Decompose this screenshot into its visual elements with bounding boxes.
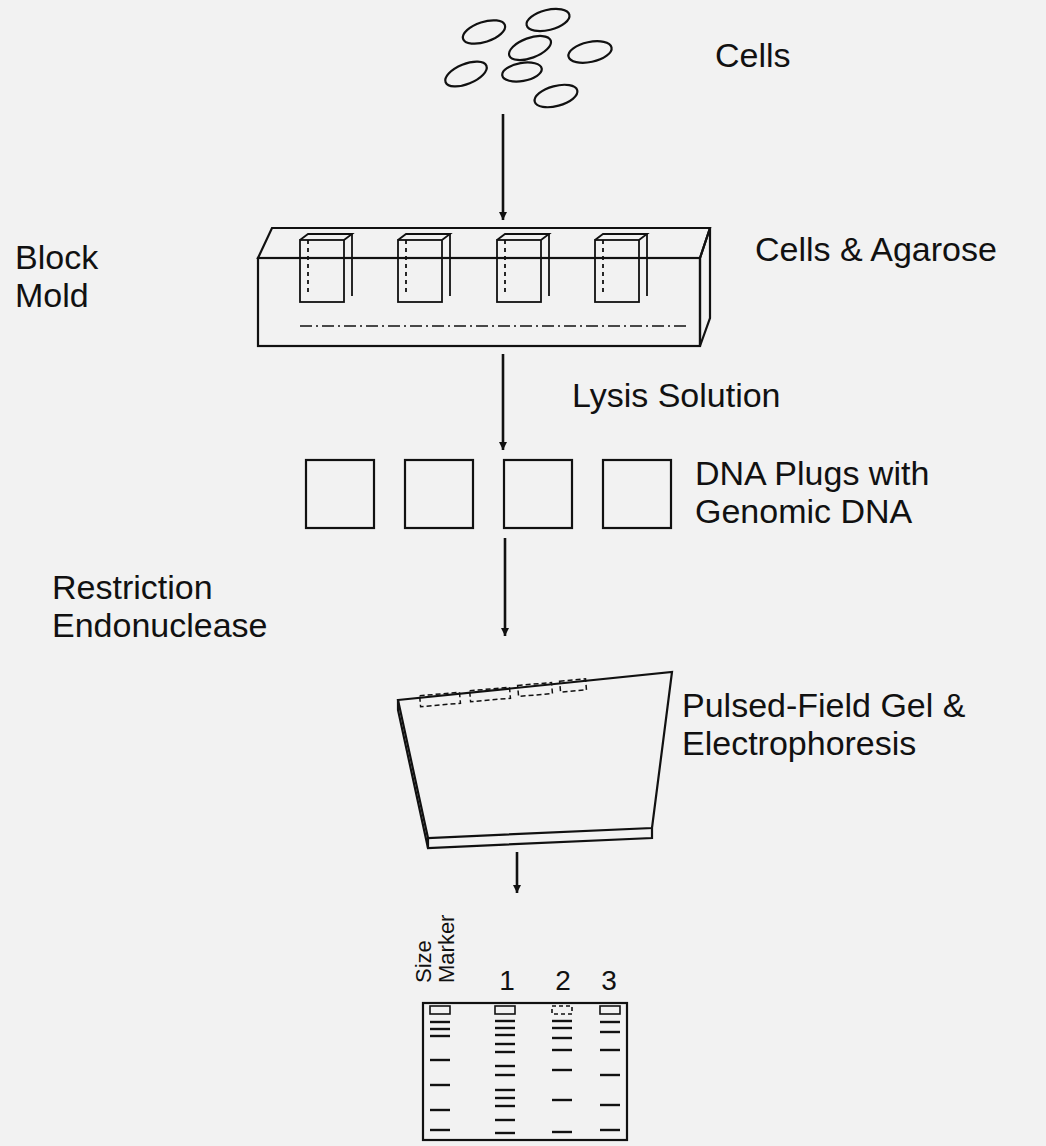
gel-band (430, 1109, 450, 1111)
gel-band (495, 1020, 515, 1022)
gel-band (552, 1099, 572, 1101)
gel-band (600, 1104, 620, 1106)
illustration-step: Block Mold Cells & Agarose (5, 222, 1040, 352)
flow-arrow (502, 354, 505, 450)
gel-band (495, 1027, 515, 1029)
flow-arrow (516, 852, 519, 893)
gel-band (430, 1084, 450, 1086)
gel-band (430, 1028, 450, 1030)
gel-band (495, 1119, 515, 1121)
gel-band (552, 1131, 572, 1133)
gel-band (495, 1043, 515, 1045)
lane-number: 1 (492, 965, 522, 996)
gel-band (495, 1105, 515, 1107)
gel-band (430, 1021, 450, 1023)
gel-band (430, 1035, 450, 1037)
step-label: Restriction Endonuclease (52, 568, 292, 644)
gel-band (552, 1020, 572, 1022)
gel-band (600, 1031, 620, 1033)
result-gel (423, 1003, 627, 1140)
step-label: Lysis Solution (572, 376, 892, 414)
dna-plugs (306, 460, 671, 528)
gel-band (552, 1049, 572, 1051)
gel-band (600, 1129, 620, 1131)
lane-number: 2 (548, 965, 578, 996)
gel-band (495, 1034, 515, 1036)
gel-slab (398, 672, 672, 848)
gel-band (495, 1065, 515, 1067)
gel-band (495, 1089, 515, 1091)
gel-band (552, 1037, 572, 1039)
block-mold-label: Block Mold (15, 238, 145, 314)
gel-band (495, 1097, 515, 1099)
gel-band (600, 1049, 620, 1051)
illustration-step: DNA Plugs with Genomic DNA (298, 452, 1040, 536)
cells-agarose-label: Cells & Agarose (755, 230, 1015, 268)
gel-electrophoresis-label: Pulsed-Field Gel & Electrophoresis (682, 686, 1034, 762)
block-mold (258, 228, 710, 346)
cells-label: Cells (715, 36, 835, 74)
gel-band (495, 1051, 515, 1053)
flow-arrow (504, 538, 507, 636)
gel-band (600, 1074, 620, 1076)
illustration-step: Size Marker 123 (415, 895, 635, 1143)
gel-band (552, 1069, 572, 1071)
gel-band (430, 1129, 450, 1131)
dna-plugs-label: DNA Plugs with Genomic DNA (695, 454, 1025, 530)
gel-band (430, 1059, 450, 1061)
lane-number: 3 (594, 965, 624, 996)
flow-arrow (502, 114, 505, 220)
gel-band (552, 1027, 572, 1029)
size-marker-label: Size Marker (412, 897, 458, 983)
gel-band (495, 1132, 515, 1134)
gel-band (600, 1021, 620, 1023)
illustration-step: Pulsed-Field Gel & Electrophoresis (390, 638, 1040, 850)
illustration-step: Cells (440, 0, 840, 112)
bacterial-cells (442, 5, 614, 111)
gel-band (495, 1074, 515, 1076)
